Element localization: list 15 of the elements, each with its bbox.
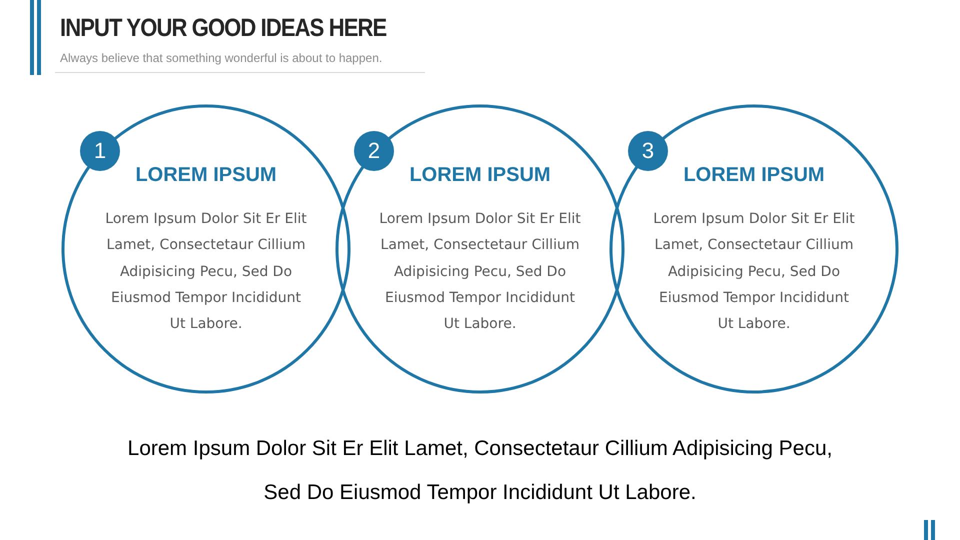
description-text: Lorem Ipsum Dolor Sit Er Elit Lamet, Consectetaur Cillium Adipisicing Pecu, Sed Do Eiusmod Tempor Incididunt Ut Labore. [652, 210, 856, 334]
subtitle: Always believe that something wonderful is about to happen. [60, 51, 382, 65]
slide-title: INPUT YOUR GOOD IDEAS HERE [60, 14, 386, 43]
number-badge: 3 [628, 131, 668, 171]
circle-frame [61, 104, 351, 394]
circle-frame [335, 104, 625, 394]
section-heading: LOREM IPSUM [134, 164, 278, 187]
circle-frame [609, 104, 899, 394]
number-badge: 2 [354, 131, 394, 171]
number-badge: 1 [80, 131, 120, 171]
section-heading: LOREM IPSUM [408, 164, 552, 187]
section-heading: LOREM IPSUM [682, 164, 826, 187]
description-text: Lorem Ipsum Dolor Sit Er Elit Lamet, Consectetaur Cillium Adipisicing Pecu, Sed Do Eiusmod Tempor Incididunt Ut Labore. [104, 210, 308, 334]
body-paragraph: Lorem Ipsum Dolor Sit Er Elit Lamet, Consectetaur Cillium Adipisicing Pecu, Sed Do Eiusmod Tempor Incididunt Ut Labore. [126, 436, 834, 506]
description-text: Lorem Ipsum Dolor Sit Er Elit Lamet, Consectetaur Cillium Adipisicing Pecu, Sed Do Eiusmod Tempor Incididunt Ut Labore. [378, 210, 582, 334]
